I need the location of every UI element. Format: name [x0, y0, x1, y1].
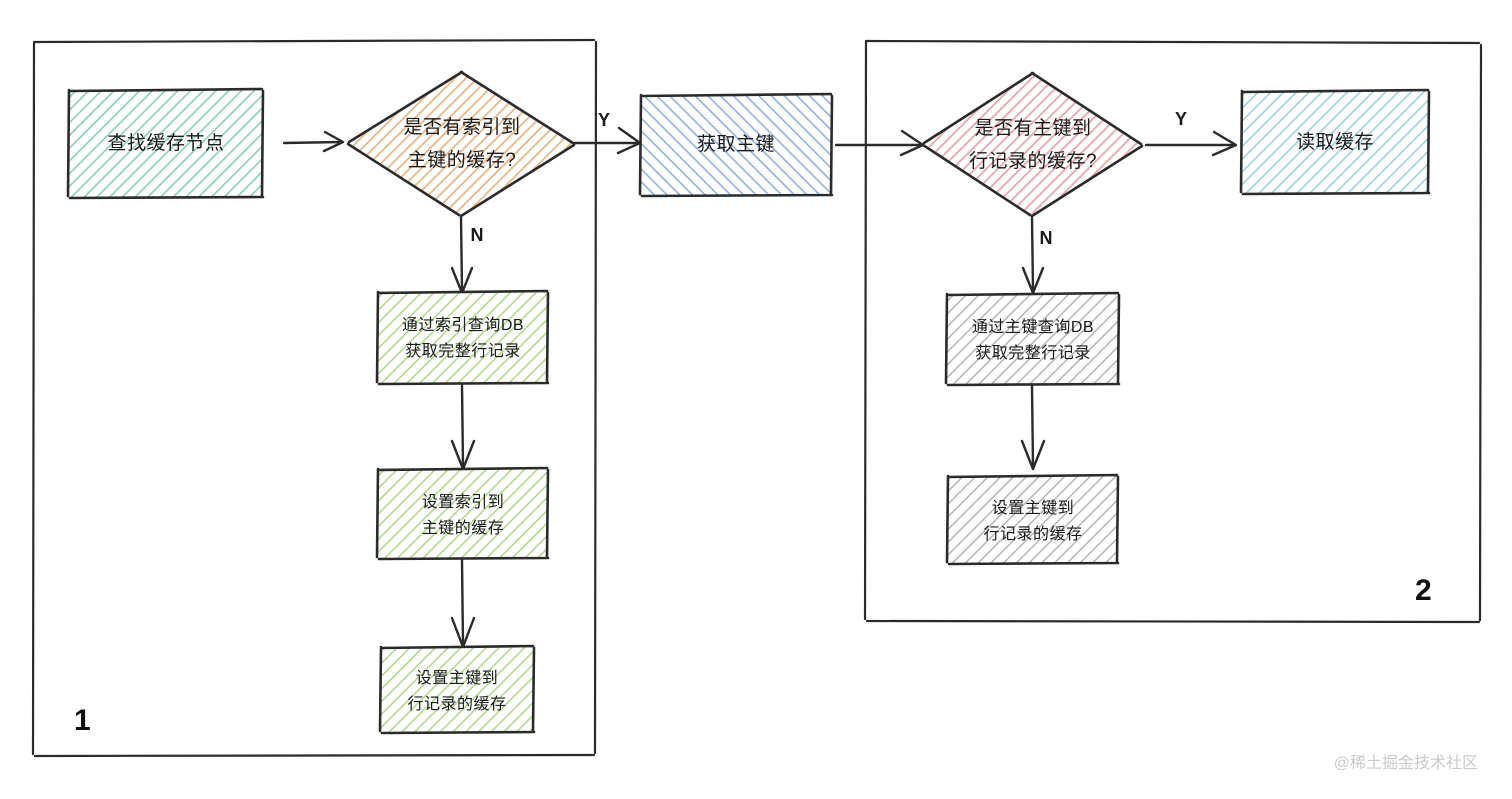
panel-2-frame [863, 39, 1483, 624]
arrow-query-pk-to-set-pk-cache [1020, 384, 1046, 471]
node-read-cache[interactable]: 读取缓存 [1239, 88, 1431, 196]
edge-label-index-yes: Y [598, 110, 610, 130]
node-label-has-index-line1: 是否有索引到 [403, 116, 520, 138]
panel-1-label: 1 [74, 704, 91, 737]
node-label-has-pk-line1: 是否有主键到 [974, 117, 1091, 139]
node-has-pk-to-row-cache[interactable]: 是否有主键到 行记录的缓存? [921, 71, 1144, 218]
node-label-read-cache: 读取缓存 [1296, 131, 1374, 153]
node-label-get-primary-key: 获取主键 [697, 133, 775, 155]
node-label-set-pk-row-p2-line2: 行记录的缓存 [983, 525, 1082, 543]
node-get-primary-key[interactable]: 获取主键 [638, 92, 834, 198]
arrow-index-yes-to-get-pk [573, 126, 642, 155]
arrow-index-no-to-query-db [450, 215, 474, 295]
node-label-find-cache-node: 查找缓存节点 [107, 132, 224, 154]
edge-label-pk-yes: Y [1175, 109, 1187, 129]
node-label-query-db-pk-line1: 通过主键查询DB [972, 318, 1094, 336]
node-label-query-db-pk-line2: 获取完整行记录 [975, 344, 1091, 362]
node-label-set-index-line1: 设置索引到 [422, 493, 505, 511]
watermark-text: @稀土掘金技术社区 [1334, 754, 1478, 772]
edge-label-index-no: N [471, 225, 484, 245]
node-label-set-pk-row-p2-line1: 设置主键到 [992, 499, 1075, 517]
arrow-pk-yes-to-read-cache [1144, 130, 1238, 157]
arrow-set-index-to-set-pk-cache [450, 558, 476, 649]
panel-1-frame [31, 38, 598, 758]
edge-label-pk-no: N [1040, 228, 1053, 248]
panel-2-label: 2 [1415, 574, 1432, 607]
node-label-has-pk-line2: 行记录的缓存? [969, 150, 1097, 172]
arrow-get-pk-to-pk-decision [834, 129, 925, 157]
node-query-db-by-index[interactable]: 通过索引查询DB 获取完整行记录 [375, 289, 550, 386]
node-label-has-index-line2: 主键的缓存? [408, 149, 517, 171]
node-label-set-index-line2: 主键的缓存 [422, 519, 505, 537]
arrow-find-to-index-decision [282, 130, 345, 153]
arrow-query-db-to-set-index-cache [450, 383, 476, 471]
node-set-pk-to-row-cache-panel1[interactable]: 设置主键到 行记录的缓存 [378, 644, 536, 735]
node-label-query-db-index-line2: 获取完整行记录 [405, 342, 521, 360]
node-has-index-to-pk-cache[interactable]: 是否有索引到 主键的缓存? [346, 70, 576, 218]
node-label-set-pk-row-p1-line2: 行记录的缓存 [407, 695, 506, 713]
node-query-db-by-pk[interactable]: 通过主键查询DB 获取完整行记录 [944, 291, 1121, 387]
node-set-index-to-pk-cache[interactable]: 设置索引到 主键的缓存 [375, 466, 550, 561]
node-find-cache-node[interactable]: 查找缓存节点 [66, 87, 265, 200]
node-label-query-db-index-line1: 通过索引查询DB [402, 316, 524, 334]
node-label-set-pk-row-p1-line1: 设置主键到 [416, 669, 499, 687]
node-set-pk-to-row-cache-panel2[interactable]: 设置主键到 行记录的缓存 [945, 473, 1120, 566]
